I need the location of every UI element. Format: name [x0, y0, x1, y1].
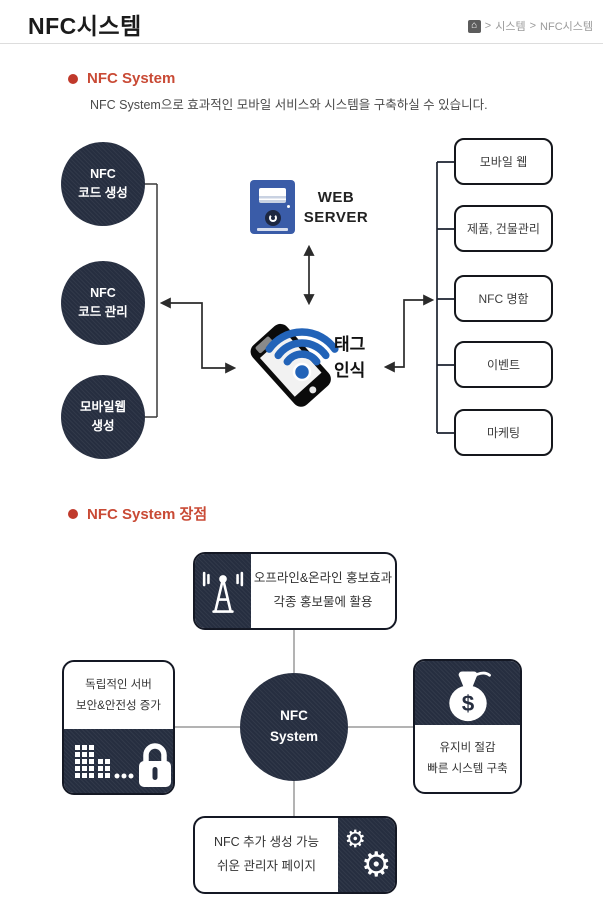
nfc-benefits-diagram: 오프라인&온라인 홍보효과 각종 홍보물에 활용 독립적인 서버 보안&안전성 …: [0, 540, 603, 900]
bullet-icon: [68, 508, 78, 519]
usecase-label: 마케팅: [486, 426, 521, 440]
benefit-box-cost: $ 유지비 절감 빠른 시스템 구축: [413, 659, 522, 794]
connector-top: [293, 630, 295, 673]
nfc-flow-diagram: NFC 코드 생성 NFC 코드 관리 모바일웹 생성 WEB SERVER: [0, 120, 603, 495]
gear-large-icon: ⚙: [361, 846, 392, 884]
section-benefits-heading: NFC System 장점: [68, 503, 207, 524]
gear-small-icon: ⚙: [344, 826, 367, 853]
broadcast-tower-icon: [202, 571, 244, 613]
usecase-box-mobile-web: 모바일 웹: [454, 138, 553, 185]
benefit-icon-cell: $: [415, 661, 520, 725]
building-icon: [74, 745, 110, 778]
benefit-text: 유지비 절감 빠른 시스템 구축: [427, 741, 508, 775]
benefit-text-cell: 독립적인 서버 보안&안전성 증가: [64, 662, 173, 729]
section-intro-title: NFC System: [87, 70, 176, 87]
server-label-strip: [257, 228, 288, 231]
node-nfc-code-create: NFC 코드 생성: [61, 142, 145, 226]
usecase-label: 제품, 건물관리: [467, 222, 540, 236]
breadcrumb-separator: >: [529, 20, 537, 32]
benefit-icon-cell: [64, 729, 173, 793]
benefit-text: NFC 추가 생성 가능 쉬운 관리자 페이지: [213, 835, 320, 873]
section-intro-heading: NFC System: [68, 70, 175, 87]
benefit-text-cell: 유지비 절감 빠른 시스템 구축: [415, 725, 520, 792]
usecase-box-nfc-card: NFC 명함: [454, 275, 553, 322]
padlock-icon: [138, 743, 171, 787]
usecase-label: 이벤트: [486, 358, 521, 372]
connector-bottom: [293, 781, 295, 816]
breadcrumb: ⌂ > 시스템 > NFC시스템: [467, 18, 593, 34]
server-screen: [259, 188, 286, 203]
benefit-box-promotion: 오프라인&온라인 홍보효과 각종 홍보물에 활용: [193, 552, 397, 630]
breadcrumb-item-system[interactable]: 시스템: [495, 21, 526, 33]
gears-icon: ⚙ ⚙: [340, 826, 394, 884]
usecase-label: 모바일 웹: [479, 155, 528, 169]
ellipsis-dots: [114, 773, 133, 779]
breadcrumb-separator: >: [484, 20, 492, 32]
building-lock-icon: [74, 743, 171, 787]
usecase-box-marketing: 마케팅: [454, 409, 553, 456]
bullet-icon: [68, 73, 78, 84]
benefit-box-security: 독립적인 서버 보안&안전성 증가: [62, 660, 175, 795]
node-mobile-web-create: 모바일웹 생성: [61, 375, 145, 459]
connector-left: [175, 726, 240, 728]
usecase-box-event: 이벤트: [454, 341, 553, 388]
connector-right: [348, 726, 413, 728]
node-nfc-code-manage: NFC 코드 관리: [61, 261, 145, 345]
home-icon[interactable]: ⌂: [467, 19, 481, 33]
tag-recognition-label: 태그 인식: [334, 335, 366, 380]
section-benefits-title: NFC System 장점: [87, 506, 208, 523]
boxes-bracket-line: [436, 161, 454, 434]
usecase-box-product-building: 제품, 건물관리: [454, 205, 553, 252]
benefit-box-admin: NFC 추가 생성 가능 쉬운 관리자 페이지 ⚙ ⚙: [193, 816, 397, 894]
page-title: NFC시스템: [28, 13, 142, 39]
server-icon: [250, 180, 295, 234]
benefit-text: 독립적인 서버 보안&안전성 증가: [76, 678, 161, 712]
node-label: 모바일웹 생성: [79, 400, 126, 433]
benefit-icon-cell: [195, 554, 251, 628]
money-bag-icon: $: [448, 671, 491, 722]
center-label: NFC System: [269, 708, 319, 744]
phone-nfc-icon: [250, 323, 339, 407]
node-label: NFC 코드 관리: [78, 286, 128, 319]
web-server-label: WEB SERVER: [303, 189, 369, 226]
node-label: NFC 코드 생성: [78, 167, 128, 200]
benefit-text-cell: NFC 추가 생성 가능 쉬운 관리자 페이지: [195, 818, 338, 892]
breadcrumb-item-current[interactable]: NFC시스템: [540, 21, 593, 33]
section-intro-description: NFC System으로 효과적인 모바일 서비스와 시스템을 구축하실 수 있…: [90, 98, 488, 112]
benefit-icon-cell: ⚙ ⚙: [338, 818, 395, 892]
benefit-text-cell: 오프라인&온라인 홍보효과 각종 홍보물에 활용: [251, 554, 395, 628]
server-led: [287, 205, 290, 208]
page-header: NFC시스템 ⌂ > 시스템 > NFC시스템: [0, 0, 603, 44]
dollar-glyph: $: [461, 691, 474, 716]
benefit-text: 오프라인&온라인 홍보효과 각종 홍보물에 활용: [253, 571, 393, 609]
usecase-label: NFC 명함: [478, 292, 529, 306]
connector-circles-to-phone: [159, 297, 237, 374]
server-power-icon: [264, 210, 281, 226]
connector-phone-to-boxes: [383, 294, 435, 373]
connector-lines: [144, 161, 454, 434]
node-nfc-system-center: NFC System: [240, 673, 348, 781]
home-glyph: ⌂: [471, 20, 478, 31]
circles-bracket-line: [144, 183, 158, 418]
wifi-waves-icon: [265, 328, 339, 382]
